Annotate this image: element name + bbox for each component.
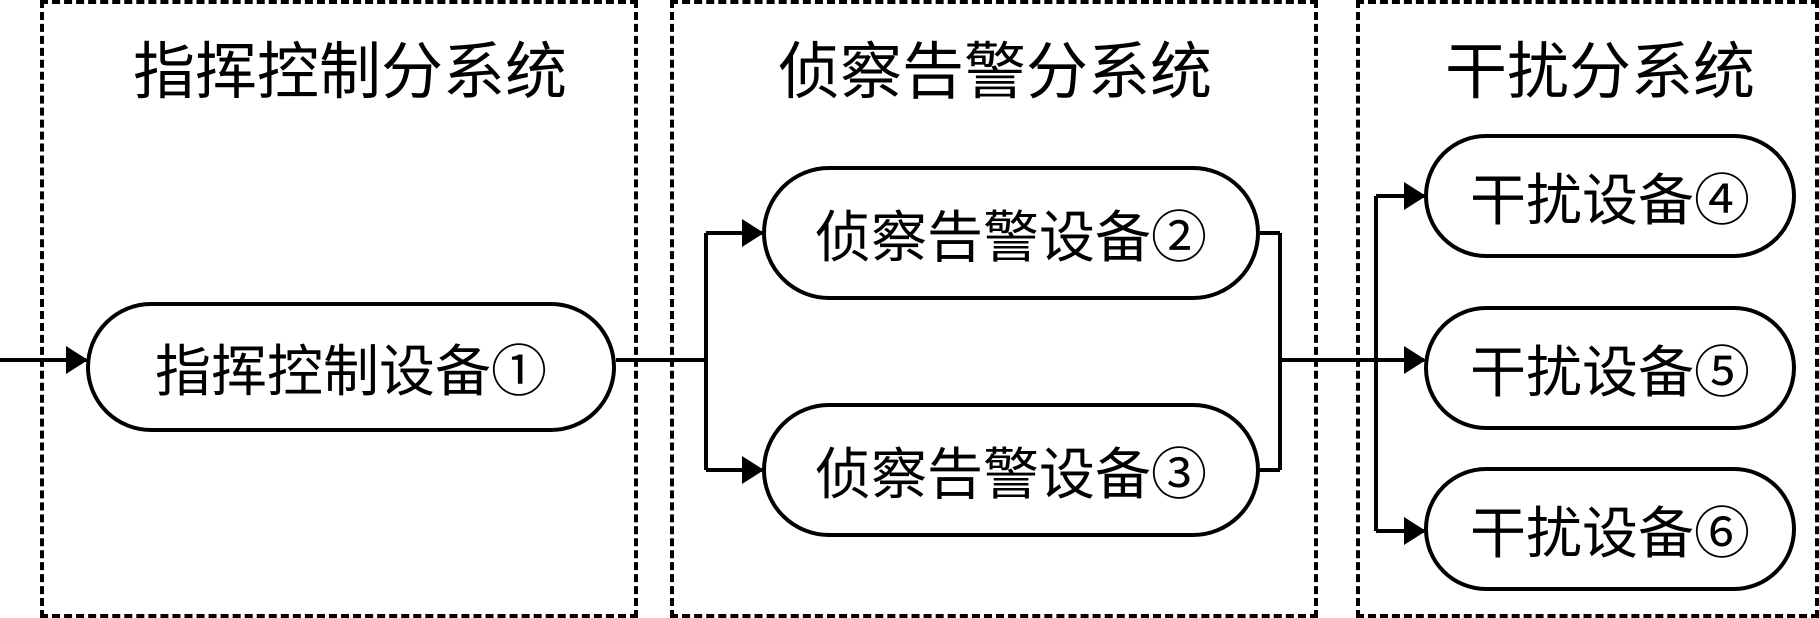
arrowhead-n2 (742, 219, 764, 247)
arrowhead-n1 (66, 346, 88, 374)
node-label: 指挥控制设备① (155, 339, 547, 405)
arrowhead-n4 (1404, 182, 1426, 210)
node-recon-warning-device-3: 侦察告警设备③ (762, 403, 1260, 537)
node-label: 干扰设备⑤ (1470, 340, 1750, 406)
group-jamming (1356, 0, 1819, 618)
node-label: 干扰设备④ (1470, 168, 1750, 234)
arrowhead-n3 (742, 456, 764, 484)
arrowhead-n6 (1404, 517, 1426, 545)
node-label: 侦察告警设备③ (815, 442, 1207, 508)
group-title-recon-warning: 侦察告警分系统 (777, 35, 1212, 108)
node-command-control-device-1: 指挥控制设备① (86, 302, 616, 432)
node-jamming-device-4: 干扰设备④ (1424, 134, 1796, 258)
node-recon-warning-device-2: 侦察告警设备② (762, 166, 1260, 300)
node-label: 侦察告警设备② (815, 205, 1207, 271)
node-label: 干扰设备⑥ (1470, 501, 1750, 567)
group-command-control (40, 0, 638, 618)
node-jamming-device-5: 干扰设备⑤ (1424, 306, 1796, 430)
node-jamming-device-6: 干扰设备⑥ (1424, 467, 1796, 591)
arrowhead-n5 (1404, 346, 1426, 374)
group-recon-warning (670, 0, 1318, 618)
group-title-command-control: 指挥控制分系统 (132, 35, 567, 108)
group-title-jamming: 干扰分系统 (1444, 35, 1755, 108)
